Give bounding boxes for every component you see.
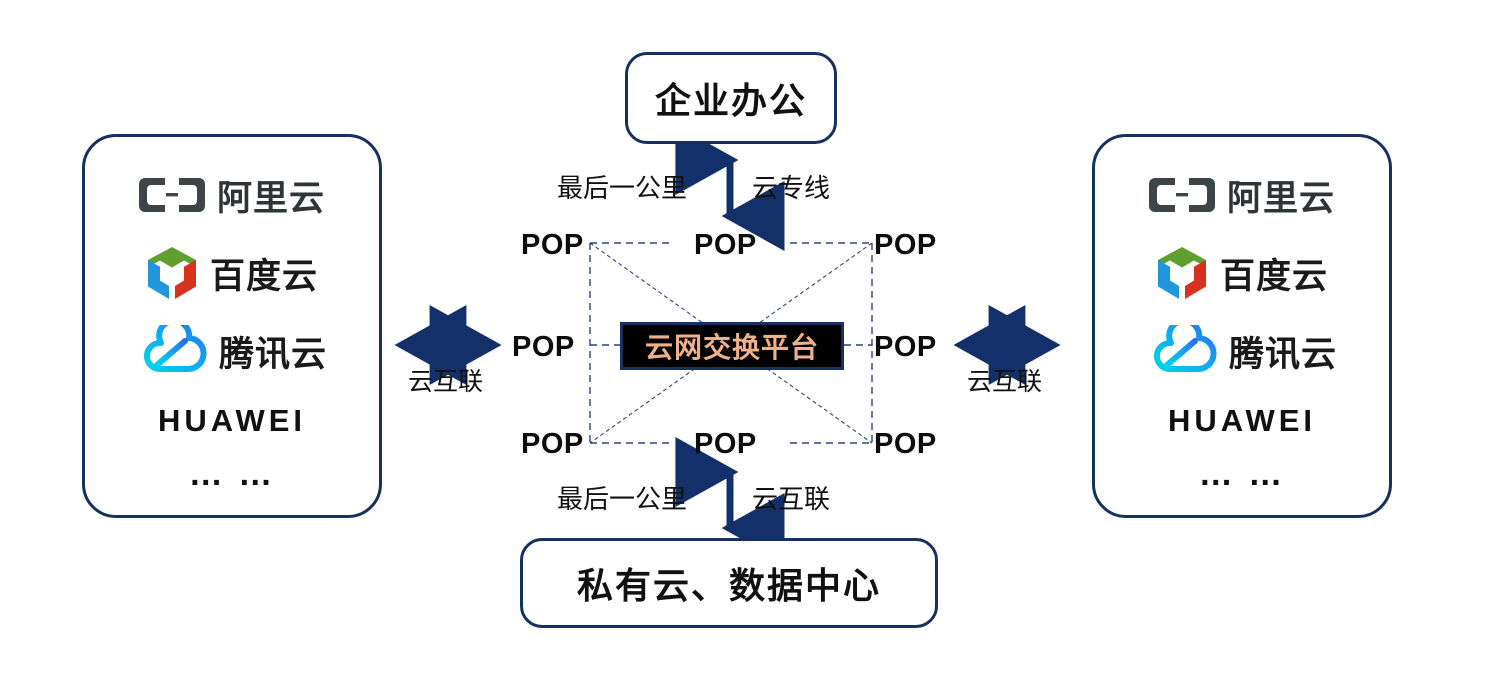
provider-ellipsis-row: … … bbox=[189, 454, 275, 494]
endpoint-enterprise-office-label: 企业办公 bbox=[654, 80, 807, 121]
provider-name-aliyun: 阿里云 bbox=[216, 178, 325, 218]
cloud-network-exchange-platform[interactable]: 云网交换平台 bbox=[620, 322, 844, 370]
connector-label-top-right: 云专线 bbox=[752, 173, 831, 203]
provider-ellipsis-row: … … bbox=[1199, 454, 1285, 494]
pop-label-middle-left[interactable]: POP bbox=[512, 331, 575, 363]
endpoint-private-cloud-datacenter-label: 私有云、数据中心 bbox=[576, 565, 881, 606]
provider-row-baidu[interactable]: 百度云 bbox=[1095, 236, 1389, 310]
provider-name-baidu: 百度云 bbox=[209, 256, 318, 296]
pop-label-top-right[interactable]: POP bbox=[874, 229, 937, 261]
connector-label-left: 云互联 bbox=[408, 368, 484, 396]
provider-row-tencent[interactable]: 腾讯云 bbox=[85, 314, 379, 388]
provider-row-aliyun[interactable]: 阿里云 bbox=[1095, 158, 1389, 232]
provider-row-huawei[interactable]: HUAWEI bbox=[158, 392, 306, 450]
cloud-network-exchange-platform-label: 云网交换平台 bbox=[644, 332, 819, 363]
provider-row-tencent[interactable]: 腾讯云 bbox=[1095, 314, 1389, 388]
pop-label-bottom-center[interactable]: POP bbox=[694, 428, 757, 460]
cloud-provider-panel-left: 阿里云 百度云 腾讯云 HUAWEI … … bbox=[82, 134, 382, 518]
provider-row-baidu[interactable]: 百度云 bbox=[85, 236, 379, 310]
provider-name-tencent: 腾讯云 bbox=[218, 334, 327, 374]
provider-name-tencent: 腾讯云 bbox=[1228, 334, 1337, 374]
pop-label-bottom-left[interactable]: POP bbox=[521, 428, 584, 460]
aliyun-logo bbox=[138, 178, 205, 212]
provider-name-huawei: HUAWEI bbox=[158, 403, 306, 438]
cloud-provider-panel-right: 阿里云 百度云 腾讯云 HUAWEI … … bbox=[1092, 134, 1392, 518]
endpoint-private-cloud-datacenter[interactable]: 私有云、数据中心 bbox=[520, 538, 938, 628]
provider-row-aliyun[interactable]: 阿里云 bbox=[85, 158, 379, 232]
provider-name-baidu: 百度云 bbox=[1219, 256, 1328, 296]
connector-label-bottom-right: 云互联 bbox=[752, 484, 831, 514]
provider-ellipsis: … … bbox=[188, 454, 276, 493]
connector-label-bottom-left: 最后一公里 bbox=[557, 484, 688, 514]
baidu-cloud-logo bbox=[147, 247, 196, 299]
pop-label-top-center[interactable]: POP bbox=[694, 229, 757, 261]
provider-name-huawei: HUAWEI bbox=[1168, 403, 1316, 438]
provider-ellipsis: … … bbox=[1198, 454, 1286, 493]
aliyun-logo bbox=[1148, 178, 1215, 212]
connector-label-top-left: 最后一公里 bbox=[557, 173, 688, 203]
pop-label-middle-right[interactable]: POP bbox=[874, 331, 937, 363]
tencent-cloud-logo bbox=[1153, 325, 1217, 373]
tencent-cloud-logo bbox=[143, 325, 207, 373]
endpoint-enterprise-office[interactable]: 企业办公 bbox=[625, 52, 837, 144]
connector-label-right: 云互联 bbox=[967, 368, 1043, 396]
pop-label-bottom-right[interactable]: POP bbox=[874, 428, 937, 460]
provider-name-aliyun: 阿里云 bbox=[1226, 178, 1335, 218]
baidu-cloud-logo bbox=[1157, 247, 1206, 299]
pop-label-top-left[interactable]: POP bbox=[521, 229, 584, 261]
provider-row-huawei[interactable]: HUAWEI bbox=[1168, 392, 1316, 450]
